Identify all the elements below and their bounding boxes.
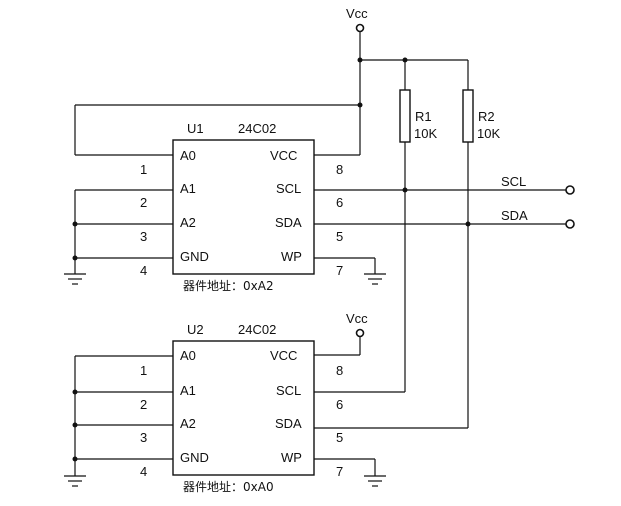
- chip-u2-part: 24C02: [238, 322, 276, 337]
- resistor-r2-value: 10K: [477, 126, 500, 141]
- scl-bus: SCL: [314, 174, 575, 195]
- u1-pin-2-num: 2: [140, 195, 147, 210]
- vcc-second-label: Vcc: [346, 311, 368, 326]
- u1-pin-3-num: 3: [140, 229, 147, 244]
- u1-pin-a0-name: A0: [180, 148, 196, 163]
- u2-ground-wiring: [64, 355, 386, 487]
- u2-pin-gnd-name: GND: [180, 450, 209, 465]
- ground-icon: [64, 273, 86, 285]
- u2-pin-7-num: 7: [336, 464, 343, 479]
- u2-pin-1-num: 1: [140, 363, 147, 378]
- u2-pin-6-num: 6: [336, 397, 343, 412]
- u2-pin-2-num: 2: [140, 397, 147, 412]
- u1-pin-8-num: 8: [336, 162, 343, 177]
- chip-u2-ref: U2: [187, 322, 204, 337]
- u1-pin-wp-name: WP: [281, 249, 302, 264]
- ground-icon: [364, 475, 386, 487]
- u1-pin-scl-name: SCL: [276, 181, 301, 196]
- resistor-r1-body: [399, 89, 411, 143]
- u2-pin-8-num: 8: [336, 363, 343, 378]
- u1-pin-1-num: 1: [140, 162, 147, 177]
- u2-pin-3-num: 3: [140, 430, 147, 445]
- u1-pin-4-num: 4: [140, 263, 147, 278]
- vcc-top-terminal: [355, 23, 365, 33]
- u2-pin-5-num: 5: [336, 430, 343, 445]
- resistor-r2-body: [462, 89, 474, 143]
- u1-pin-sda-name: SDA: [275, 215, 302, 230]
- chip-u1: U1 24C02 A0 A1 A2 GND 1 2 3 4 VCC SCL SD…: [140, 121, 343, 293]
- resistor-r2-ref: R2: [478, 109, 495, 124]
- u1-pin-6-num: 6: [336, 195, 343, 210]
- scl-bus-label: SCL: [501, 174, 526, 189]
- u2-pin-wp-name: WP: [281, 450, 302, 465]
- u2-pin-vcc-name: VCC: [270, 348, 297, 363]
- chip-u2: U2 24C02 A0 A1 A2 GND 1 2 3 4 VCC SCL SD…: [140, 322, 343, 494]
- u2-pin-a1-name: A1: [180, 383, 196, 398]
- u2-pin-scl-name: SCL: [276, 383, 301, 398]
- vcc-top-supply: Vcc: [74, 6, 468, 156]
- ground-icon: [364, 273, 386, 285]
- chip-u2-body: [172, 340, 315, 476]
- resistor-r2: R2 10K: [462, 60, 500, 428]
- chip-u1-ref: U1: [187, 121, 204, 136]
- resistor-r1: R1 10K: [399, 60, 437, 392]
- u2-pin-a2-name: A2: [180, 416, 196, 431]
- u2-pin-a0-name: A0: [180, 348, 196, 363]
- u1-pin-gnd-name: GND: [180, 249, 209, 264]
- u1-pin-7-num: 7: [336, 263, 343, 278]
- u1-ground-wiring: [64, 189, 386, 285]
- vcc-second-terminal: [355, 328, 365, 338]
- sda-bus-label: SDA: [501, 208, 528, 223]
- scl-terminal: [565, 185, 575, 195]
- u1-pin-vcc-name: VCC: [270, 148, 297, 163]
- chip-u1-address: 器件地址：0xA2: [183, 279, 274, 293]
- u1-pin-a1-name: A1: [180, 181, 196, 196]
- sda-bus: SDA: [314, 208, 575, 229]
- vcc-top-label: Vcc: [346, 6, 368, 21]
- chip-u2-address: 器件地址：0xA0: [183, 480, 274, 494]
- chip-u1-part: 24C02: [238, 121, 276, 136]
- u1-pin-a2-name: A2: [180, 215, 196, 230]
- ground-icon: [64, 475, 86, 487]
- u2-pin-sda-name: SDA: [275, 416, 302, 431]
- resistor-r1-ref: R1: [415, 109, 432, 124]
- sda-terminal: [565, 219, 575, 229]
- u2-bus-wiring: [314, 391, 468, 429]
- u2-pin-4-num: 4: [140, 464, 147, 479]
- resistor-r1-value: 10K: [414, 126, 437, 141]
- chip-u1-body: [172, 139, 315, 275]
- vcc-second-supply: Vcc: [314, 311, 368, 356]
- u1-pin-5-num: 5: [336, 229, 343, 244]
